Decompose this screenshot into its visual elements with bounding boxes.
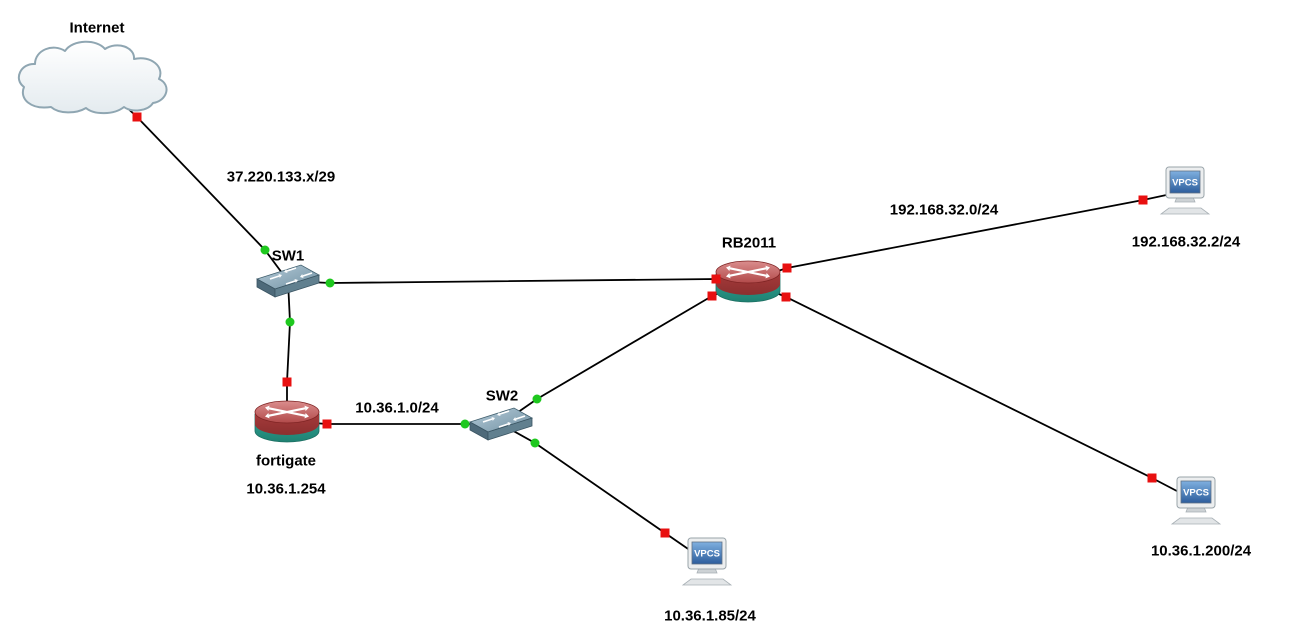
node-rb2011-router-icon[interactable]	[715, 260, 781, 303]
link-endpoint-down-marker	[711, 274, 721, 284]
link-rb2011--pc-192-168-32-2[interactable]	[747, 190, 1186, 282]
link-endpoint-down-marker	[707, 291, 717, 301]
link-endpoint-down-marker	[660, 528, 670, 538]
node-pc-10-36-1-200-vpcs-icon[interactable]: VPCS	[1170, 476, 1222, 525]
link-endpoint-up-marker	[325, 278, 335, 288]
node-pc-10-36-1-85-vpcs-icon[interactable]: VPCS	[681, 537, 733, 586]
node-internet-cloud-icon[interactable]	[17, 40, 168, 115]
link-rb2011--pc-10-36-1-200[interactable]	[747, 280, 1197, 502]
link-endpoint-up-marker	[460, 419, 470, 429]
link-endpoint-up-marker	[285, 317, 295, 327]
link-endpoint-up-marker	[260, 245, 270, 255]
vpcs-icon-text: VPCS	[1172, 178, 1198, 189]
links-layer	[94, 76, 1197, 563]
link-endpoint-up-marker	[530, 438, 540, 448]
link-endpoint-down-marker	[782, 263, 792, 273]
node-sw1-switch-icon[interactable]	[255, 264, 321, 298]
link-endpoint-down-marker	[1138, 195, 1148, 205]
link-endpoint-down-marker	[132, 112, 142, 122]
nodes-layer: VPCS VPCS VPCS	[17, 40, 1222, 586]
link-endpoint-down-marker	[781, 292, 791, 302]
link-endpoint-down-marker	[1147, 473, 1157, 483]
link-endpoint-down-marker	[282, 377, 292, 387]
link-sw2--pc-10-36-1-85[interactable]	[500, 423, 708, 563]
link-endpoint-up-marker	[532, 394, 542, 404]
vpcs-icon-text: VPCS	[694, 549, 720, 560]
node-sw2-switch-icon[interactable]	[468, 407, 534, 441]
link-status-markers-layer	[132, 112, 1157, 538]
node-fortigate-router-icon[interactable]	[254, 400, 320, 443]
link-endpoint-down-marker	[322, 419, 332, 429]
link-sw1--fortigate[interactable]	[286, 280, 291, 421]
vpcs-icon-text: VPCS	[1183, 488, 1209, 499]
node-pc-192-168-32-2-vpcs-icon[interactable]: VPCS	[1159, 166, 1211, 215]
link-sw1--rb2011[interactable]	[287, 278, 749, 284]
cloud-shape	[17, 40, 168, 115]
